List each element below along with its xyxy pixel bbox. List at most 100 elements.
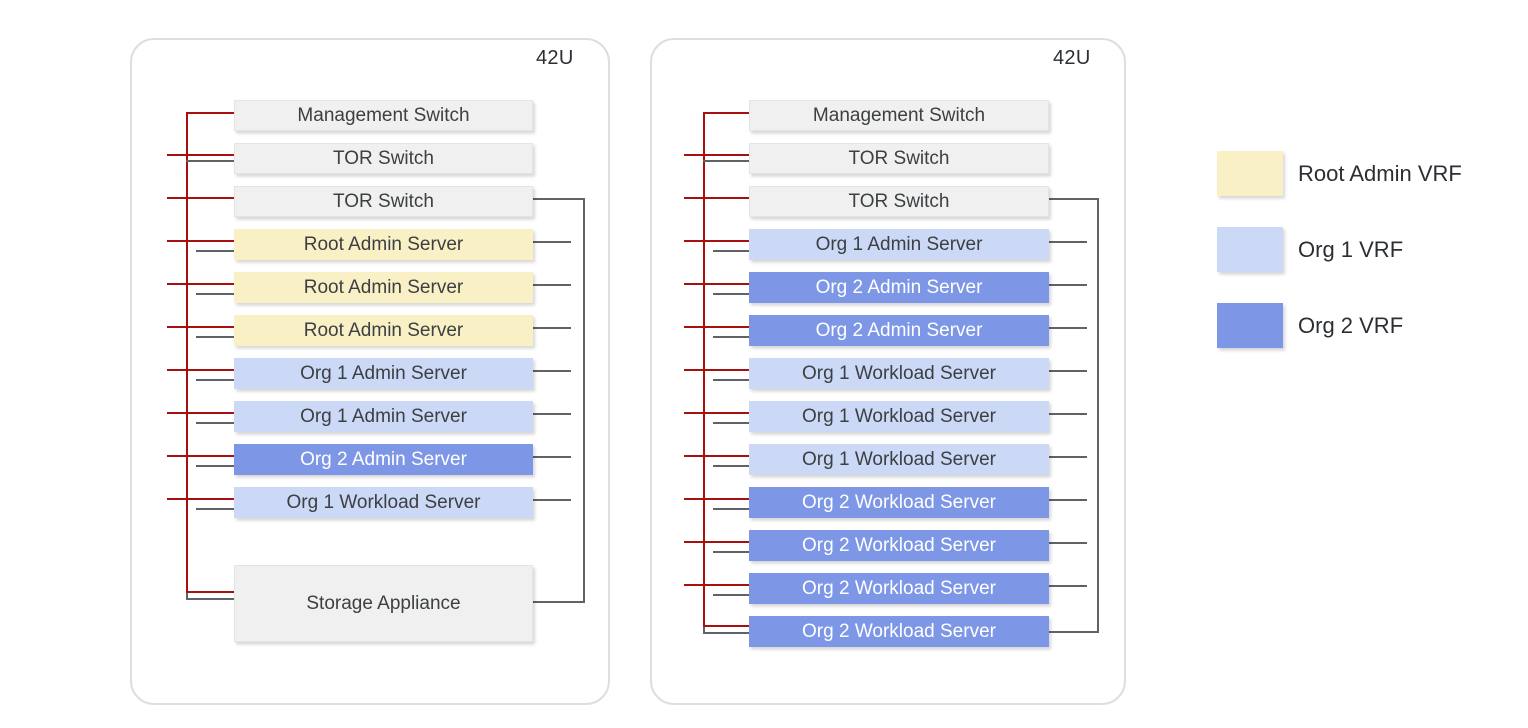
data-network-top-link (1049, 198, 1099, 200)
rack-unit: Org 2 Admin Server (234, 444, 533, 475)
data-link (713, 336, 750, 338)
mgmt-link (684, 369, 750, 371)
legend-swatch (1217, 303, 1283, 348)
rack-unit: Org 2 Admin Server (749, 272, 1049, 303)
rack-unit: Org 1 Workload Server (749, 401, 1049, 432)
legend-swatch (1217, 151, 1283, 196)
rack-unit: Org 2 Admin Server (749, 315, 1049, 346)
mgmt-link (684, 541, 750, 543)
rack-2-capacity-label: 42U (1053, 47, 1091, 69)
mgmt-link (684, 283, 750, 285)
data-link-right (1049, 370, 1087, 372)
rack-unit-label: Org 1 Workload Server (802, 362, 996, 384)
mgmt-link (703, 625, 749, 627)
rack-unit-label: Org 2 Workload Server (802, 620, 996, 642)
data-network-right-vertical (583, 198, 585, 603)
data-link-right (1049, 284, 1087, 286)
data-network-right-vertical (1097, 198, 1099, 633)
rack-unit-label: Management Switch (812, 104, 986, 126)
mgmt-link (684, 498, 750, 500)
mgmt-link (684, 326, 750, 328)
rack-unit-label: Org 2 Admin Server (300, 448, 467, 470)
rack-unit: Org 2 Workload Server (749, 573, 1049, 604)
rack-unit-label: Root Admin Server (303, 276, 464, 298)
data-link (196, 250, 235, 252)
legend-label: Root Admin VRF (1298, 160, 1462, 186)
rack-unit-label: Org 2 Workload Server (802, 491, 996, 513)
rack-unit: Root Admin Server (234, 272, 533, 303)
rack-unit-label: Org 2 Admin Server (815, 276, 983, 298)
rack-unit-label: Storage Appliance (306, 592, 461, 614)
legend-label: Org 2 VRF (1298, 312, 1404, 338)
rack-unit: Org 1 Admin Server (234, 401, 533, 432)
mgmt-link (684, 455, 750, 457)
data-link (196, 379, 235, 381)
data-link-right (1049, 585, 1087, 587)
data-link (713, 250, 750, 252)
rack-unit: Org 1 Admin Server (749, 229, 1049, 260)
mgmt-link (167, 326, 235, 328)
rack-unit: Org 1 Workload Server (234, 487, 533, 518)
data-link (186, 598, 234, 600)
mgmt-link (684, 584, 750, 586)
mgmt-link (186, 591, 234, 593)
data-link (713, 594, 750, 596)
rack-unit: Storage Appliance (234, 565, 533, 642)
data-link (703, 632, 749, 634)
rack-unit: Org 2 Workload Server (749, 530, 1049, 561)
data-link-right (533, 456, 571, 458)
data-link (713, 465, 750, 467)
rack-unit: TOR Switch (234, 186, 533, 217)
rack-unit-label: Org 2 Workload Server (802, 577, 996, 599)
rack-unit-label: Org 1 Admin Server (815, 233, 983, 255)
rack-unit-label: Root Admin Server (303, 319, 464, 341)
data-link-right (1049, 241, 1087, 243)
mgmt-link (684, 240, 750, 242)
data-network-bottom-link (1049, 631, 1099, 633)
data-network-bottom-link (533, 601, 585, 603)
mgmt-link (684, 412, 750, 414)
rack-unit: Management Switch (749, 100, 1049, 131)
legend-item: Org 2 VRF (1217, 303, 1517, 348)
rack-1-capacity-label: 42U (536, 47, 574, 69)
data-link-right (533, 284, 571, 286)
legend-item: Org 1 VRF (1217, 227, 1517, 272)
mgmt-link (167, 283, 235, 285)
data-link (196, 508, 235, 510)
rack-unit: Root Admin Server (234, 229, 533, 260)
mgmt-link (167, 412, 235, 414)
data-network-top-link (533, 198, 585, 200)
rack-unit: Org 2 Workload Server (749, 616, 1049, 647)
mgmt-link (167, 455, 235, 457)
data-link (713, 422, 750, 424)
rack-unit: Org 1 Workload Server (749, 444, 1049, 475)
data-link (196, 293, 235, 295)
legend-swatch (1217, 227, 1283, 272)
rack-unit: Org 1 Workload Server (749, 358, 1049, 389)
mgmt-network-vertical (186, 112, 188, 593)
legend-item: Root Admin VRF (1217, 151, 1517, 196)
data-link (196, 422, 235, 424)
rack-unit-label: Org 1 Workload Server (286, 491, 481, 513)
mgmt-link (684, 154, 750, 156)
data-link-right (533, 370, 571, 372)
mgmt-link (167, 197, 235, 199)
data-link-right (1049, 499, 1087, 501)
data-link (713, 551, 750, 553)
rack-unit-label: TOR Switch (848, 190, 950, 212)
rack-unit: TOR Switch (234, 143, 533, 174)
data-link-right (1049, 456, 1087, 458)
data-link (713, 379, 750, 381)
mgmt-link (684, 197, 750, 199)
rack-unit: TOR Switch (749, 143, 1049, 174)
rack-unit-label: TOR Switch (848, 147, 950, 169)
rack-unit: Management Switch (234, 100, 533, 131)
data-link (713, 293, 750, 295)
rack-unit-label: Org 2 Workload Server (802, 534, 996, 556)
rack-unit-label: TOR Switch (332, 190, 434, 212)
mgmt-link (167, 240, 235, 242)
data-link-right (533, 499, 571, 501)
rack-unit: TOR Switch (749, 186, 1049, 217)
rack-unit-label: Management Switch (297, 104, 470, 126)
rack-unit-label: Root Admin Server (303, 233, 464, 255)
